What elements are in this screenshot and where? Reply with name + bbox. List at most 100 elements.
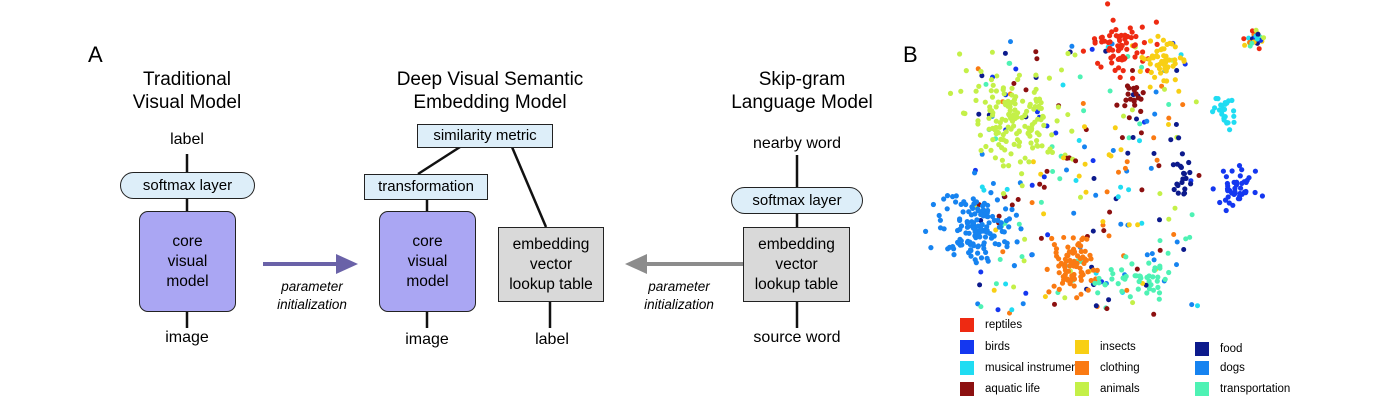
scatter-point (1067, 281, 1073, 287)
scatter-point (957, 51, 963, 57)
scatter-point (1049, 132, 1055, 138)
scatter-point (1011, 284, 1017, 290)
scatter-point (1160, 37, 1166, 43)
legend-swatch (1075, 340, 1089, 354)
scatter-point (1102, 282, 1108, 288)
scatter-point (1006, 112, 1013, 119)
scatter-point (951, 252, 957, 258)
scatter-point (1011, 263, 1018, 269)
scatter-point (965, 224, 971, 230)
scatter-point (1224, 186, 1231, 192)
traditional-title: Traditional Visual Model (107, 68, 267, 114)
scatter-point (1123, 40, 1129, 46)
scatter-point (981, 245, 987, 252)
scatter-point (1152, 74, 1158, 80)
core-line3: model (166, 272, 209, 290)
scatter-point (1038, 199, 1044, 205)
scatter-point (1053, 130, 1059, 136)
scatter-point (1127, 25, 1133, 31)
scatter-point (990, 125, 996, 131)
scatter-point (983, 249, 989, 255)
scatter-point (978, 68, 984, 75)
scatter-point (1110, 148, 1116, 153)
scatter-point (1024, 108, 1030, 114)
scatter-point (980, 207, 987, 213)
scatter-point (1037, 181, 1043, 187)
scatter-point (973, 88, 979, 94)
scatter-point (1009, 118, 1016, 124)
scatter-point (1082, 124, 1087, 130)
scatter-point (1008, 39, 1013, 45)
scatter-point (1042, 294, 1048, 300)
scatter-point (1186, 159, 1192, 166)
scatter-point (1243, 188, 1249, 195)
scatter-point (973, 232, 979, 238)
scatter-point (1125, 150, 1131, 156)
scatter-point (1014, 239, 1020, 245)
scatter-point (978, 304, 984, 310)
scatter-point (1143, 282, 1149, 288)
scatter-point (1110, 271, 1116, 277)
legend-item-birds: birds (960, 340, 1010, 354)
scatter-point (1055, 104, 1061, 110)
scatter-point (1110, 17, 1116, 23)
scatter-point (923, 228, 929, 234)
legend-item-reptiles: reptiles (960, 318, 1022, 332)
scatter-point (1082, 144, 1087, 150)
scatter-point (1077, 265, 1083, 271)
scatter-point (1161, 53, 1167, 59)
skipgram-nearby-word: nearby word (752, 135, 842, 152)
scatter-point (1139, 187, 1145, 193)
legend-swatch (960, 340, 974, 354)
scatter-point (1134, 266, 1140, 272)
scatter-point (1061, 155, 1066, 161)
scatter-point (1008, 151, 1014, 157)
scatter-point (1022, 236, 1028, 242)
scatter-point (1003, 117, 1009, 123)
scatter-point (1098, 64, 1104, 70)
scatter-point (1119, 135, 1125, 141)
scatter-point (1155, 33, 1161, 39)
scatter-point (1085, 287, 1091, 293)
scatter-point (1239, 180, 1245, 186)
scatter-point (1051, 283, 1057, 289)
scatter-point (1220, 168, 1226, 174)
scatter-point (1178, 164, 1184, 170)
scatter-point (996, 213, 1002, 219)
scatter-point (1000, 163, 1007, 169)
scatter-point (1022, 123, 1028, 129)
scatter-point (1034, 138, 1040, 144)
scatter-point (1137, 68, 1143, 74)
scatter-point (1154, 62, 1160, 68)
scatter-point (1093, 192, 1099, 198)
scatter-point (1056, 286, 1062, 292)
scatter-point (992, 241, 998, 247)
scatter-point (1135, 286, 1141, 292)
scatter-point (1173, 122, 1179, 127)
scatter-point (1140, 90, 1146, 96)
scatter-point (1223, 174, 1229, 180)
scatter-point (1188, 181, 1194, 187)
scatter-point (1157, 247, 1163, 253)
scatter-point (1009, 307, 1015, 313)
scatter-point (978, 255, 985, 261)
scatter-point (1107, 88, 1113, 94)
scatter-point (984, 224, 990, 230)
scatter-point (1189, 212, 1195, 218)
scatter-point (1092, 40, 1098, 46)
scatter-point (1056, 270, 1062, 276)
scatter-point (1060, 82, 1066, 88)
scatter-point (1025, 130, 1031, 136)
scatter-point (979, 184, 985, 190)
scatter-point (1166, 57, 1172, 63)
scatter-point (1174, 239, 1180, 245)
legend-item-animals: animals (1075, 382, 1140, 396)
legend-label: musical instruments (985, 362, 1087, 374)
scatter-point (1062, 295, 1068, 301)
scatter-point (1000, 132, 1006, 138)
scatter-point (1026, 159, 1032, 165)
panel-b-letter: B (903, 42, 918, 67)
scatter-point (1155, 274, 1161, 280)
traditional-softmax-layer: softmax layer (120, 172, 255, 199)
scatter-point (995, 307, 1001, 313)
